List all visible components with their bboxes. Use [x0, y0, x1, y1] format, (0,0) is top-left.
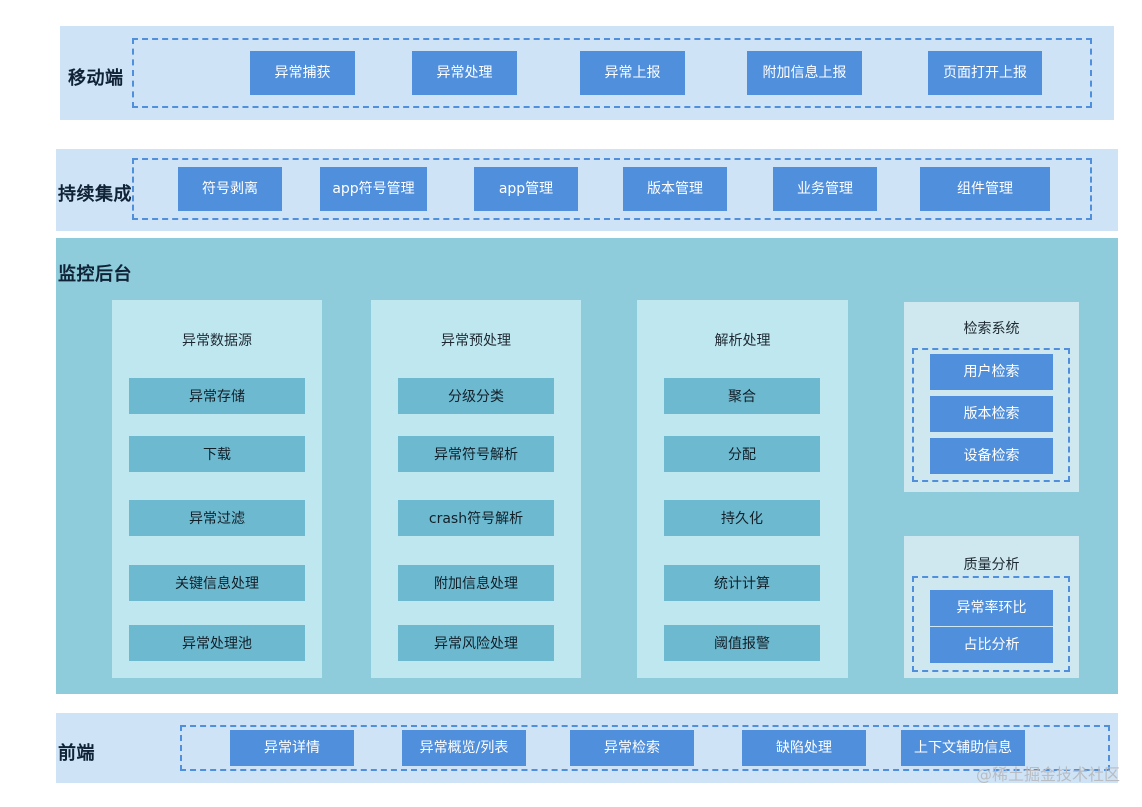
column-title: 异常预处理 [441, 333, 511, 349]
column-item: 分级分类 [398, 378, 554, 414]
column-item: 关键信息处理 [129, 565, 305, 601]
mobile-title: 移动端 [68, 68, 124, 89]
frontend-item: 异常概览/列表 [402, 730, 526, 766]
column-parse: 解析处理 聚合 分配 持久化 统计计算 阈值报警 [637, 300, 848, 678]
column-item: 异常处理池 [129, 625, 305, 661]
mobile-item: 页面打开上报 [928, 51, 1042, 95]
monitor-panel: 监控后台 异常数据源 异常存储 下载 异常过滤 关键信息处理 异常处理池 异常预… [56, 238, 1118, 694]
monitor-title: 监控后台 [58, 264, 132, 285]
column-title: 解析处理 [714, 333, 771, 349]
search-system-panel: 检索系统 用户检索 版本检索 设备检索 [904, 302, 1079, 492]
quality-item: 异常率环比 [930, 590, 1053, 626]
ci-item: app管理 [474, 167, 578, 211]
ci-item: 业务管理 [773, 167, 877, 211]
quality-analysis-title: 质量分析 [963, 557, 1020, 573]
column-item: 持久化 [664, 500, 820, 536]
column-item: 异常风险处理 [398, 625, 554, 661]
watermark: @稀土掘金技术社区 [975, 765, 1120, 784]
column-item: 异常存储 [129, 378, 305, 414]
frontend-dashed-group [180, 725, 1110, 771]
search-dashed-group [912, 348, 1070, 482]
column-preprocess: 异常预处理 分级分类 异常符号解析 crash符号解析 附加信息处理 异常风险处… [371, 300, 581, 678]
ci-item: 版本管理 [623, 167, 727, 211]
mobile-band: 移动端 异常捕获 异常处理 异常上报 附加信息上报 页面打开上报 [60, 26, 1114, 120]
mobile-item: 异常上报 [580, 51, 685, 95]
search-item: 版本检索 [930, 396, 1053, 432]
column-item: crash符号解析 [398, 500, 554, 536]
mobile-dashed-group [132, 38, 1092, 108]
column-title: 异常数据源 [182, 333, 252, 349]
quality-dashed-group [912, 576, 1070, 672]
ci-dashed-group [132, 158, 1092, 220]
ci-band: 持续集成 符号剥离 app符号管理 app管理 版本管理 业务管理 组件管理 [56, 149, 1118, 231]
column-item: 阈值报警 [664, 625, 820, 661]
ci-title: 持续集成 [58, 184, 132, 205]
frontend-item: 异常检索 [570, 730, 694, 766]
search-system-title: 检索系统 [963, 321, 1020, 337]
column-item: 分配 [664, 436, 820, 472]
column-item: 下载 [129, 436, 305, 472]
ci-item: 组件管理 [920, 167, 1050, 211]
mobile-item: 异常捕获 [250, 51, 355, 95]
ci-item: 符号剥离 [178, 167, 282, 211]
column-item: 附加信息处理 [398, 565, 554, 601]
search-item: 设备检索 [930, 438, 1053, 474]
frontend-item: 上下文辅助信息 [901, 730, 1025, 766]
column-item: 异常符号解析 [398, 436, 554, 472]
column-item: 统计计算 [664, 565, 820, 601]
quality-analysis-panel: 质量分析 异常率环比 占比分析 [904, 536, 1079, 678]
mobile-item: 异常处理 [412, 51, 517, 95]
frontend-title: 前端 [58, 743, 95, 764]
frontend-item: 缺陷处理 [742, 730, 866, 766]
search-item: 用户检索 [930, 354, 1053, 390]
column-item: 异常过滤 [129, 500, 305, 536]
quality-item: 占比分析 [930, 627, 1053, 663]
frontend-band: 前端 异常详情 异常概览/列表 异常检索 缺陷处理 上下文辅助信息 [56, 713, 1118, 783]
column-item: 聚合 [664, 378, 820, 414]
mobile-item: 附加信息上报 [747, 51, 862, 95]
frontend-item: 异常详情 [230, 730, 354, 766]
column-data-source: 异常数据源 异常存储 下载 异常过滤 关键信息处理 异常处理池 [112, 300, 322, 678]
ci-item: app符号管理 [320, 167, 427, 211]
